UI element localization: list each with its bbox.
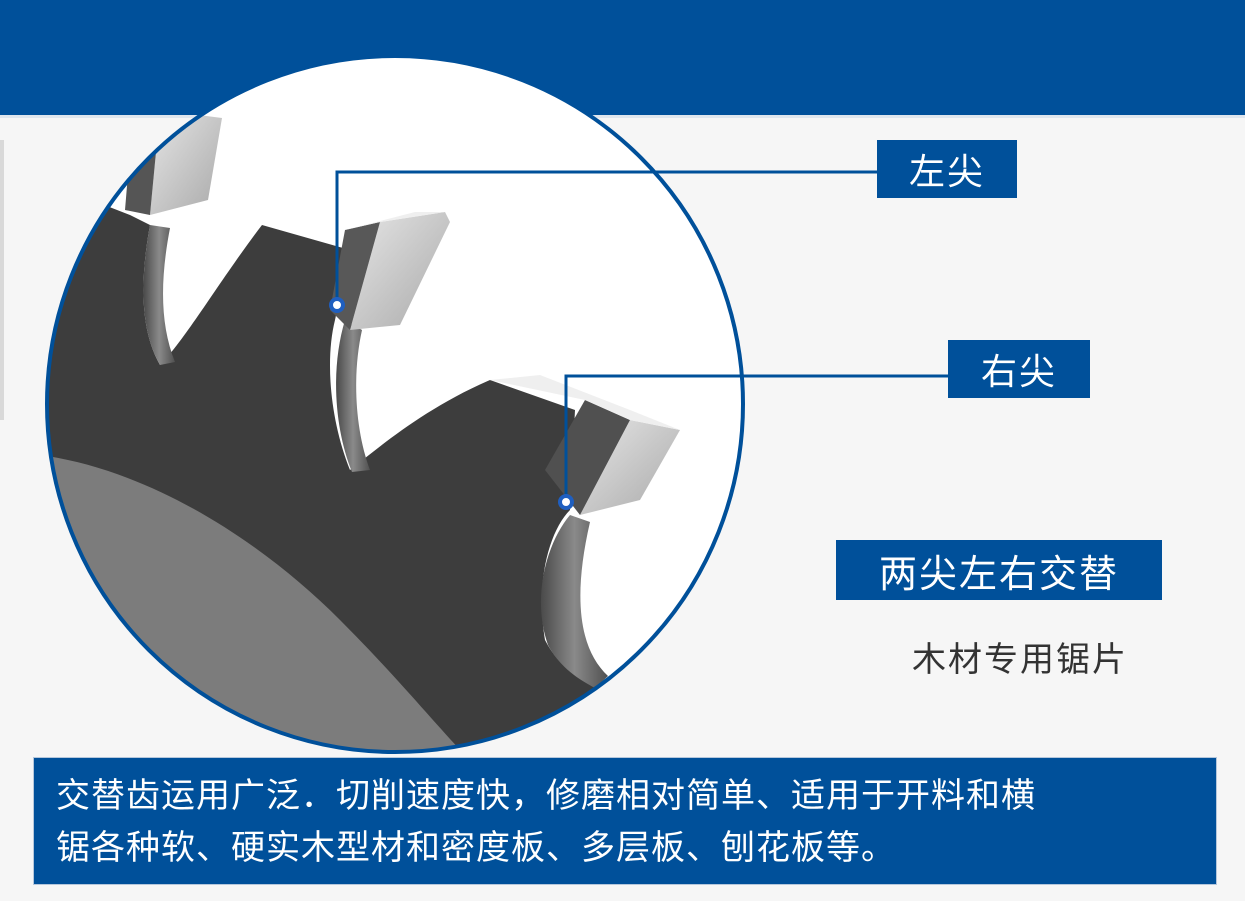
callout-line-left <box>335 170 877 305</box>
callout-dot-right <box>558 494 574 510</box>
carbide-tip-right <box>580 420 680 515</box>
gullet-edge-1 <box>143 225 175 365</box>
feature-subtitle: 木材专用锯片 <box>912 640 1128 680</box>
carbide-tip-left <box>350 212 450 330</box>
feature-title-box: 两尖左右交替 <box>836 540 1162 600</box>
gullet-edge-3 <box>540 515 608 688</box>
right-tip-label-text: 右尖 <box>980 352 1057 393</box>
right-tip-label: 右尖 <box>948 340 1090 398</box>
callout-dot-left <box>329 297 345 313</box>
magnifier-border <box>45 54 745 754</box>
left-edge-shadow <box>0 140 4 420</box>
callout-line-right <box>564 374 948 502</box>
gullet-edge-2 <box>336 320 370 472</box>
description-box: 交替齿运用广泛．切削速度快，修磨相对简单、适用于开料和横 锯各种软、硬实木型材和… <box>33 757 1217 885</box>
left-tip-label-text: 左尖 <box>908 152 985 193</box>
banner-divider <box>0 115 1245 118</box>
left-tip-label: 左尖 <box>877 140 1017 198</box>
description-line-1: 交替齿运用广泛．切削速度快，修磨相对简单、适用于开料和横 <box>56 776 1036 816</box>
feature-title: 两尖左右交替 <box>878 551 1119 596</box>
top-banner <box>0 0 1245 115</box>
description-line-2: 锯各种软、硬实木型材和密度板、多层板、刨花板等。 <box>56 828 896 868</box>
